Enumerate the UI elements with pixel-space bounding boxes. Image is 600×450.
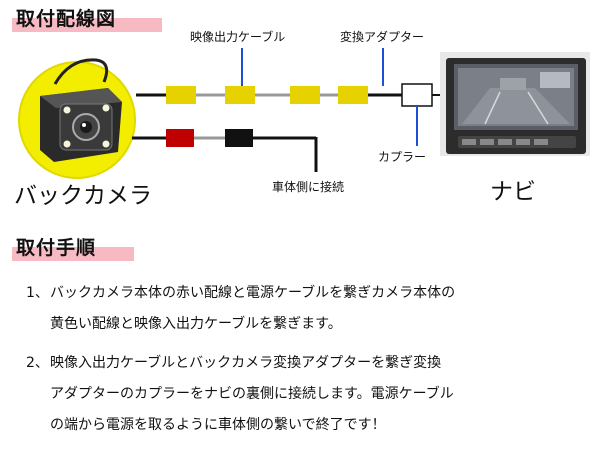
coupler-box	[401, 83, 433, 107]
heading-highlight	[12, 18, 162, 32]
red-connector	[166, 129, 194, 147]
step-2: 2、映像入出力ケーブルとバックカメラ変換アダプターを繋ぎ変換 アダプターのカプラ…	[26, 348, 454, 441]
wiring-diagram-heading: 取付配線図	[12, 6, 162, 32]
back-camera-illustration	[18, 58, 136, 179]
yellow-connector-b	[290, 86, 320, 104]
wiring-diagram	[18, 48, 590, 179]
step-number: 1、	[26, 285, 49, 301]
navi-label: ナビ	[490, 179, 536, 205]
heading-highlight	[12, 247, 134, 261]
step-number: 2、	[26, 355, 49, 371]
yellow-connector-adapter	[338, 86, 368, 104]
step-line: 映像入出力ケーブルとバックカメラ変換アダプターを繋ぎ変換	[50, 355, 442, 371]
step-line: バックカメラ本体の赤い配線と電源ケーブルを繋ぎカメラ本体の	[50, 285, 456, 301]
chassis-label: 車体側に接続	[272, 180, 345, 194]
procedure-title: 取付手順	[16, 237, 97, 259]
step-line: の端から電源を取るように車体側の繋いで終了です！	[50, 417, 386, 433]
pointer-lines	[241, 48, 418, 146]
coupler-label: カプラー	[378, 150, 427, 164]
adapter-label: 変換アダプター	[340, 30, 425, 44]
power-cable-line	[132, 129, 318, 172]
step-1: 1、バックカメラ本体の赤い配線と電源ケーブルを繋ぎカメラ本体の 黄色い配線と映像…	[26, 278, 455, 340]
av-cable-label: 映像出力ケーブル	[190, 30, 286, 44]
step-line: アダプターのカプラーをナビの裏側に接続します。電源ケーブル	[50, 386, 454, 402]
procedure-heading: 取付手順	[12, 235, 134, 261]
yellow-connector-camera	[166, 86, 196, 104]
wiring-diagram-title: 取付配線図	[16, 8, 117, 30]
yellow-connector-a	[225, 86, 255, 104]
navi-unit-illustration	[440, 52, 590, 156]
video-cable-line	[136, 83, 448, 107]
camera-label: バックカメラ	[14, 183, 152, 209]
black-connector	[225, 129, 253, 147]
step-line: 黄色い配線と映像入出力ケーブルを繋ぎます。	[50, 316, 342, 332]
